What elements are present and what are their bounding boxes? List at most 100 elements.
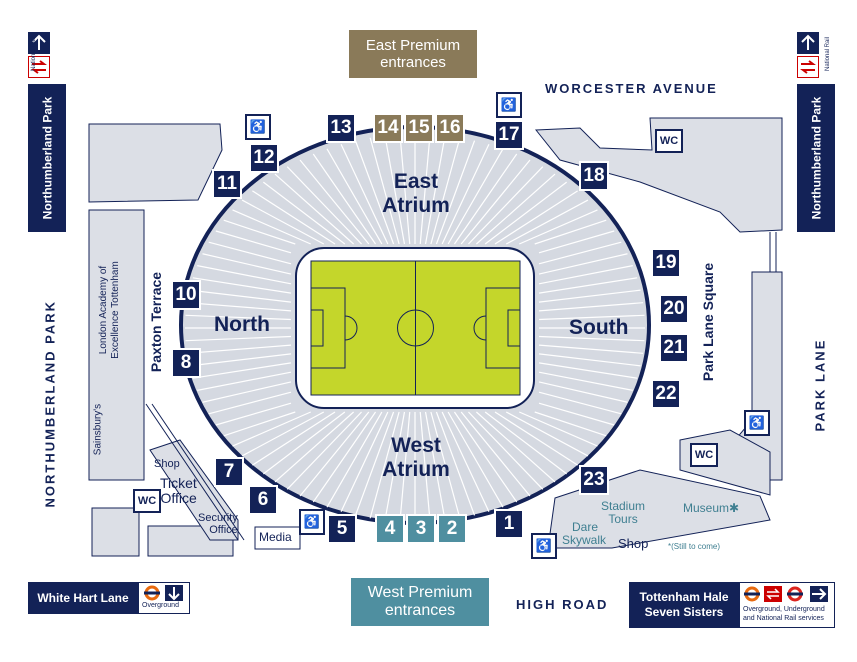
national-rail-icon: [28, 56, 50, 78]
services-label: Overground, Underground and National Rai…: [743, 605, 825, 623]
national-rail-icon: [797, 56, 819, 78]
gate-20[interactable]: 20: [659, 294, 689, 324]
wc-southeast: WC: [690, 443, 718, 467]
east-atrium-word: Atrium: [382, 194, 450, 217]
sw-building-1: [91, 507, 140, 557]
media-label: Media: [259, 530, 292, 544]
academy-line1: London Academy of: [98, 265, 109, 355]
northumberland-park-right-text: Northumberland Park: [809, 96, 824, 220]
northumberland-park-station-right[interactable]: Northumberland Park: [797, 84, 835, 232]
museum-label: Museum✱: [683, 501, 739, 515]
up-arrow-icon: [28, 32, 50, 54]
west-label: West: [391, 434, 441, 457]
gate-19[interactable]: 19: [651, 248, 681, 278]
west-premium-entrance: West Premium entrances: [351, 578, 489, 626]
gate-18[interactable]: 18: [579, 161, 609, 191]
tottenham-hale-services: Overground, Underground and National Rai…: [739, 582, 835, 628]
up-arrow-icon: [797, 32, 819, 54]
west-premium-line1: West Premium: [367, 584, 473, 601]
gate-14[interactable]: 14: [373, 113, 403, 143]
overground-roundel-icon: [143, 585, 161, 601]
northumberland-park-left-text: Northumberland Park: [40, 96, 55, 220]
gate-15[interactable]: 15: [404, 113, 434, 143]
services-line1: Overground, Underground: [743, 606, 825, 613]
paxton-terrace-label: Paxton Terrace: [148, 271, 164, 373]
east-premium-line1: East Premium: [365, 37, 461, 54]
museum-text: Museum: [683, 501, 730, 515]
west-premium-line2: entrances: [384, 602, 456, 619]
services-line2: and National Rail services: [743, 615, 824, 622]
south-stand-label: South: [569, 316, 629, 339]
gate-6[interactable]: 6: [248, 485, 278, 515]
gate-7[interactable]: 7: [214, 457, 244, 487]
east-premium-line2: entrances: [380, 54, 446, 71]
north-stand-label: North: [214, 313, 270, 336]
gate-5[interactable]: 5: [327, 514, 357, 544]
security-line2: Office: [209, 524, 238, 536]
accessible-entrance-icon: ♿: [531, 533, 557, 559]
academy-label: London Academy of Excellence Tottenham: [98, 240, 122, 380]
national-rail-left-label: National Rail: [31, 36, 37, 71]
overground-label: Overground: [142, 602, 179, 609]
gate-12[interactable]: 12: [249, 143, 279, 173]
gate-2[interactable]: 2: [437, 514, 467, 544]
worcester-avenue-label: WORCESTER AVENUE: [545, 81, 718, 96]
dare-skywalk-label: Dare Skywalk: [562, 521, 606, 547]
tottenham-hale-station[interactable]: Tottenham Hale Seven Sisters: [629, 582, 739, 628]
academy-line2: Excellence Tottenham: [110, 261, 121, 359]
right-arrow-icon: [810, 586, 828, 602]
gate-21[interactable]: 21: [659, 333, 689, 363]
seating-lines: [185, 134, 645, 522]
security-office-label: Security Office: [198, 512, 238, 536]
media-building: [254, 526, 301, 550]
accessible-entrance-icon: ♿: [744, 410, 770, 436]
north-building: [88, 123, 223, 203]
ticket-office-label: Ticket Office: [160, 476, 197, 506]
gate-10[interactable]: 10: [171, 280, 201, 310]
gate-1[interactable]: 1: [494, 509, 524, 539]
down-arrow-icon: [165, 585, 183, 601]
accessible-entrance-icon: ♿: [245, 114, 271, 140]
gate-16[interactable]: 16: [435, 113, 465, 143]
asterisk-icon: *: [668, 542, 672, 551]
west-atrium-label: West Atrium: [381, 434, 451, 482]
national-rail-icon: [764, 586, 782, 602]
dare-line1: Dare: [572, 520, 599, 534]
gate-13[interactable]: 13: [326, 113, 356, 143]
academy-building: [88, 209, 145, 481]
ticket-line2: Office: [160, 490, 197, 506]
security-line1: Security: [198, 512, 238, 524]
white-hart-lane-services: Overground: [138, 582, 190, 614]
stadium-tours-line1: Stadium: [601, 499, 646, 513]
gate-11[interactable]: 11: [212, 169, 242, 199]
asterisk-icon: ✱: [729, 501, 740, 515]
wc-west: WC: [133, 489, 161, 513]
gate-8[interactable]: 8: [171, 348, 201, 378]
park-lane-square-label: Park Lane Square: [700, 262, 716, 382]
shop-bottom-label: Shop: [618, 536, 649, 551]
east-premium-entrance: East Premium entrances: [349, 30, 477, 78]
gate-3[interactable]: 3: [406, 514, 436, 544]
gate-23[interactable]: 23: [579, 465, 609, 495]
dare-line2: Skywalk: [562, 533, 607, 547]
tottenham-hale-text: Tottenham Hale: [639, 590, 729, 604]
white-hart-lane-station[interactable]: White Hart Lane: [28, 582, 138, 614]
east-building: [534, 117, 783, 233]
underground-roundel-icon: [786, 586, 804, 602]
still-to-come-label: *(Still to come): [668, 542, 720, 551]
east-label: East: [393, 170, 439, 193]
northumberland-park-street-label: NORTHUMBERLAND PARK: [42, 300, 58, 508]
seven-sisters-text: Seven Sisters: [644, 605, 724, 619]
gate-22[interactable]: 22: [651, 379, 681, 409]
stadium-tours-label: Stadium Tours: [601, 500, 645, 526]
accessible-entrance-icon: ♿: [299, 509, 325, 535]
northumberland-park-station-left[interactable]: Northumberland Park: [28, 84, 66, 232]
still-to-come-text: (Still to come): [671, 542, 721, 551]
park-lane-label: PARK LANE: [812, 338, 828, 432]
overground-roundel-icon: [743, 586, 761, 602]
gate-17[interactable]: 17: [494, 120, 524, 150]
ticket-office-building: [149, 439, 239, 541]
west-atrium-word: Atrium: [382, 458, 450, 481]
sainsburys-label: Sainsbury's: [92, 403, 104, 456]
gate-4[interactable]: 4: [375, 514, 405, 544]
